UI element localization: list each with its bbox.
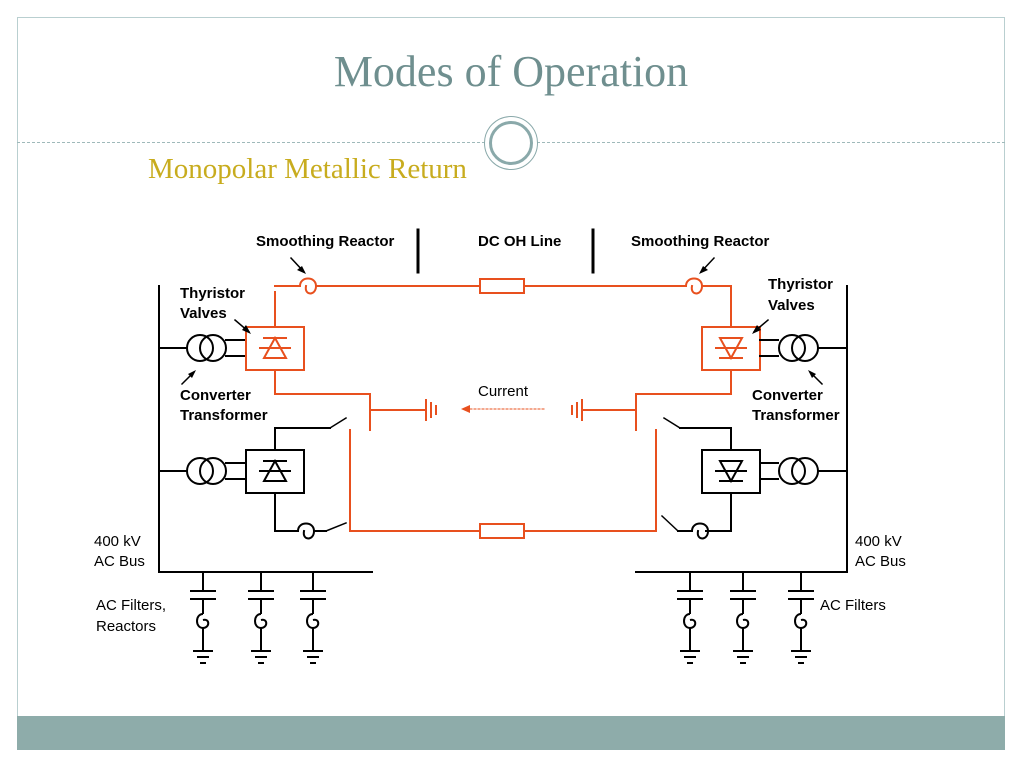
- smoothing-reactor-left-lower: [296, 522, 327, 540]
- thyristor-valve-left-lower: [245, 427, 331, 532]
- metallic-return-path: [274, 393, 732, 539]
- line-boundary-markers: [416, 228, 595, 274]
- label-filters-left-2: Reactors: [96, 618, 156, 635]
- label-thyristor-right-1: Thyristor: [768, 276, 833, 293]
- label-converter-right-2: Transformer: [752, 407, 840, 424]
- label-converter-left-1: Converter: [180, 387, 251, 404]
- converter-transformer-left-upper: [186, 334, 247, 362]
- label-converter-left-2: Transformer: [180, 407, 268, 424]
- label-thyristor-right-2: Valves: [768, 297, 815, 314]
- label-thyristor-left-2: Valves: [180, 305, 227, 322]
- smoothing-reactor-right-upper: [684, 277, 732, 328]
- slide-footer-bar: [17, 716, 1005, 750]
- label-smoothing-reactor-left: Smoothing Reactor: [256, 233, 395, 250]
- smoothing-reactor-left-upper: [274, 277, 481, 295]
- ac-filter-branch-5: [730, 572, 756, 664]
- slide-subtitle: Monopolar Metallic Return: [148, 153, 467, 185]
- thyristor-valve-right-lower: [679, 427, 761, 532]
- ac-filter-branch-6: [788, 572, 814, 664]
- label-arrows: [180, 256, 824, 386]
- slide-title: Modes of Operation: [333, 47, 689, 96]
- label-dc-oh-line: DC OH Line: [478, 233, 561, 250]
- label-filters-left-1: AC Filters,: [96, 597, 166, 614]
- label-bus-left-1: 400 kV: [94, 533, 141, 550]
- ac-bus-left: [158, 285, 373, 573]
- label-bus-right-1: 400 kV: [855, 533, 902, 550]
- ac-filter-branch-1: [190, 572, 216, 664]
- ac-filter-branch-4: [677, 572, 703, 664]
- converter-transformer-right-lower: [759, 457, 819, 485]
- label-filters-right: AC Filters: [820, 597, 886, 614]
- smoothing-reactor-right-lower: [677, 522, 710, 540]
- label-smoothing-reactor-right: Smoothing Reactor: [631, 233, 770, 250]
- ac-filter-banks: [190, 572, 814, 664]
- label-bus-left-2: AC Bus: [94, 553, 145, 570]
- ac-bus-right: [635, 285, 848, 573]
- label-thyristor-left-1: Thyristor: [180, 285, 245, 302]
- ac-filter-branch-3: [300, 572, 326, 664]
- label-bus-right-2: AC Bus: [855, 553, 906, 570]
- switch-left-lower: [325, 522, 347, 532]
- current-arrow: [461, 405, 547, 413]
- switch-left-upper: [328, 416, 348, 430]
- ground-electrode-left: [425, 399, 437, 421]
- divider-ring-ornament: [484, 116, 538, 170]
- switch-right-upper: [662, 416, 682, 430]
- ground-electrode-right: [571, 399, 583, 421]
- switch-right-lower: [660, 514, 680, 533]
- label-current: Current: [478, 383, 529, 400]
- thyristor-valve-right-upper: [701, 326, 761, 395]
- converter-transformer-left-lower: [186, 457, 247, 485]
- dc-oh-line-upper: [479, 278, 687, 294]
- thyristor-valve-left-upper: [245, 291, 305, 395]
- ac-filter-branch-2: [248, 572, 274, 664]
- converter-transformer-right-upper: [759, 334, 819, 362]
- label-converter-right-1: Converter: [752, 387, 823, 404]
